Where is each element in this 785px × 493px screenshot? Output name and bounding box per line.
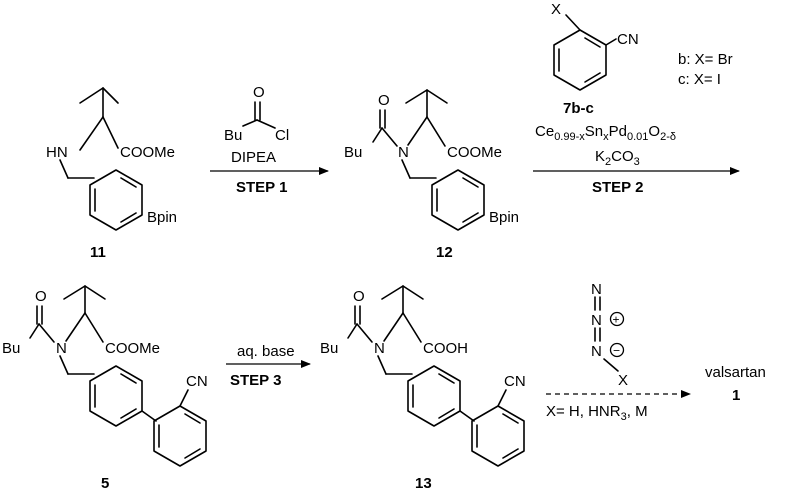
azide-x-label: X (618, 372, 628, 389)
compound-7b-c: X CN 7b-c (551, 1, 639, 117)
c5-coome-label: COOMe (105, 340, 160, 357)
coome-label: COOMe (120, 144, 175, 161)
c13-cooh-label: COOH (423, 340, 468, 357)
dipea-label: DIPEA (231, 149, 276, 166)
halide-option-c: c: X= I (678, 71, 721, 88)
compound-12: O Bu N COOMe Bpin 12 (344, 89, 519, 261)
c12-bpin-label: Bpin (489, 209, 519, 226)
bpin-label: Bpin (147, 209, 177, 226)
k2co3-label: K2CO3 (595, 148, 640, 168)
compound-11: HN COOMe Bpin 11 (46, 87, 177, 261)
step1-label: STEP 1 (236, 179, 287, 196)
compound-5-number: 5 (101, 475, 109, 492)
c12-o-label: O (378, 92, 390, 109)
c5-o-label: O (35, 288, 47, 305)
hn-label: HN (46, 144, 68, 161)
compound-13: O Bu N COOH CN 13 (320, 285, 526, 492)
step2-label: STEP 2 (592, 179, 643, 196)
acyl-cl-label: Cl (275, 127, 289, 144)
azide-n3-label: N (591, 343, 602, 360)
valsartan-label: valsartan (705, 364, 766, 381)
plus-charge (609, 311, 625, 327)
c12-bu-label: Bu (344, 144, 362, 161)
azide-reagent: N N + N − X (591, 281, 628, 389)
compound-5: O Bu N COOMe CN 5 (2, 285, 208, 492)
c12-n-label: N (398, 144, 409, 161)
c5-cn-label: CN (186, 373, 208, 390)
c5-bu-label: Bu (2, 340, 20, 357)
compound-13-number: 13 (415, 475, 432, 492)
step3-label: STEP 3 (230, 372, 281, 389)
compound-1-number: 1 (732, 387, 740, 404)
azide-n2-label: N (591, 312, 602, 329)
plus-sign: + (613, 313, 620, 327)
catalyst-formula: Ce0.99-xSnxPd0.01O2-δ (535, 123, 676, 143)
c7-cn-label: CN (617, 31, 639, 48)
c13-n-label: N (374, 340, 385, 357)
azide-n1-label: N (591, 281, 602, 298)
c13-bu-label: Bu (320, 340, 338, 357)
c7-x-label: X (551, 1, 561, 18)
valeroyl-chloride: O Bu Cl (224, 84, 289, 144)
compound-7bc-number: 7b-c (563, 100, 594, 117)
azide-conditions: X= H, HNR3, M (546, 403, 648, 423)
minus-charge (609, 342, 625, 358)
c5-n-label: N (56, 340, 67, 357)
compound-11-number: 11 (90, 244, 106, 261)
acyl-bu-label: Bu (224, 127, 242, 144)
halide-option-b: b: X= Br (678, 51, 733, 68)
c13-o-label: O (353, 288, 365, 305)
aq-base-label: aq. base (237, 343, 295, 360)
minus-sign: − (613, 344, 620, 358)
acyl-o-label: O (253, 84, 265, 101)
c12-coome-label: COOMe (447, 144, 502, 161)
compound-12-number: 12 (436, 244, 453, 261)
c13-cn-label: CN (504, 373, 526, 390)
